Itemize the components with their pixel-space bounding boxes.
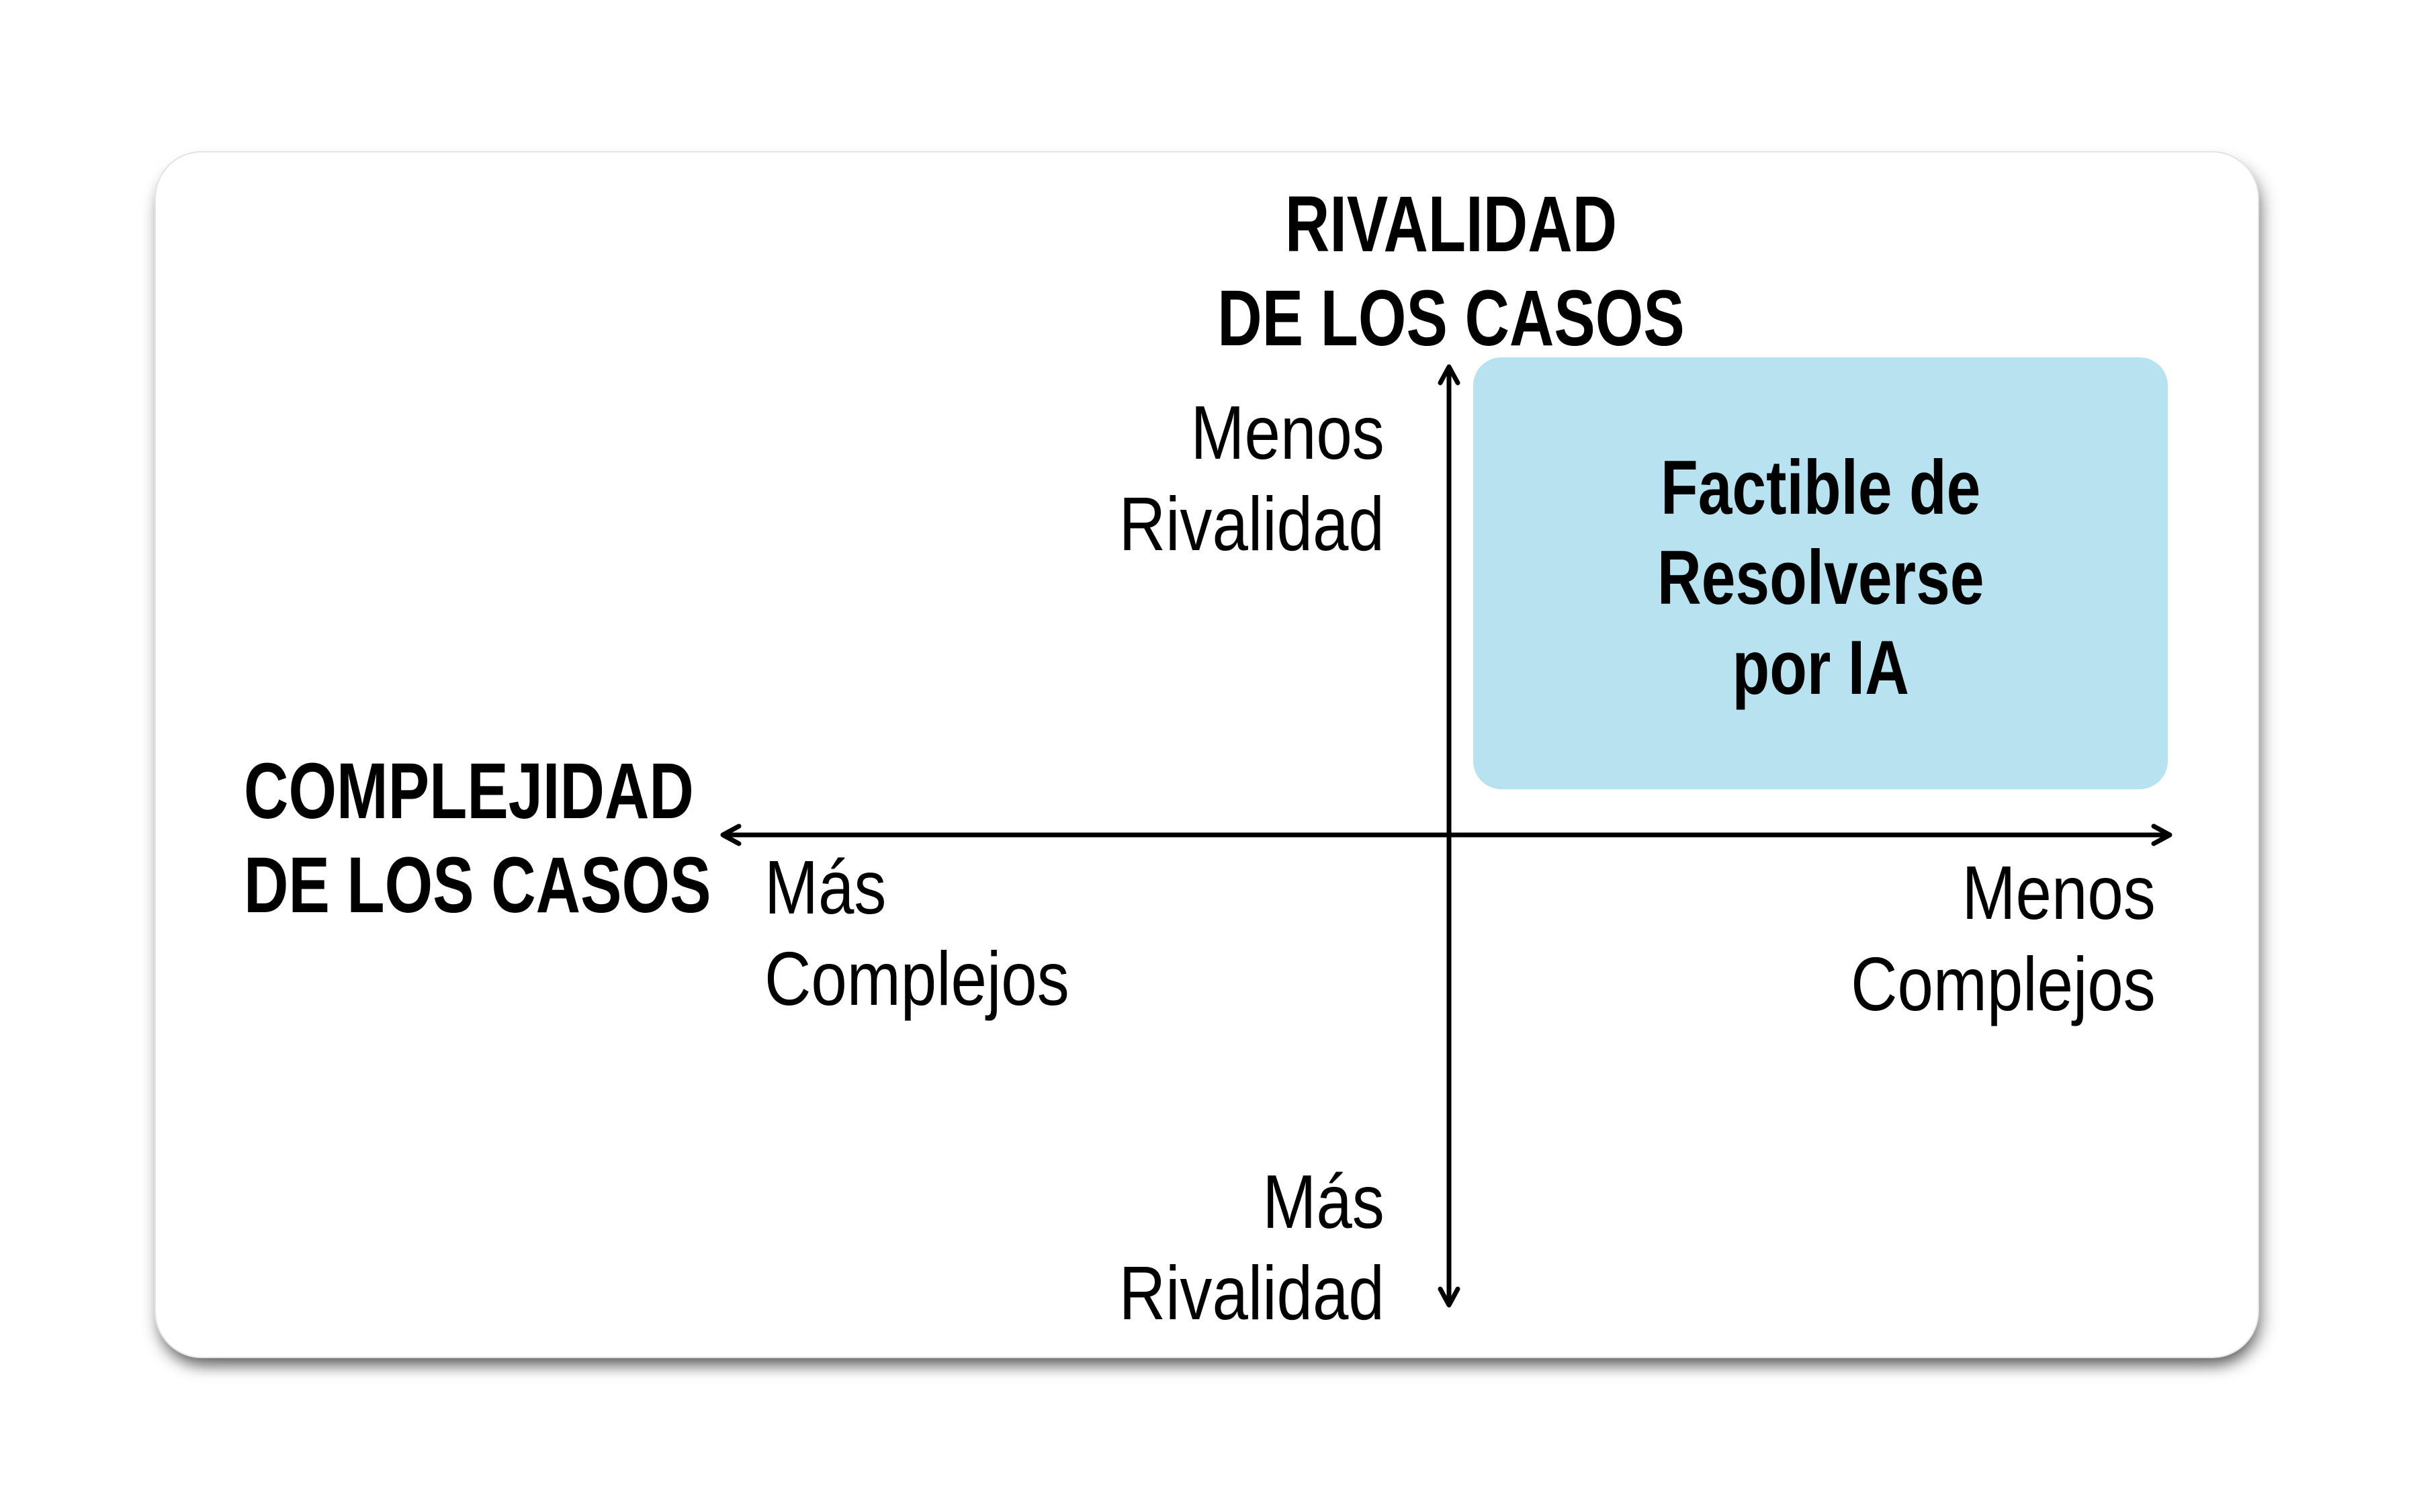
axis-label-more-complex-line2: Complejos: [764, 936, 1069, 1021]
horizontal-axis-title-line2: DE LOS CASOS: [244, 841, 711, 930]
axis-label-less-complex-line2: Complejos: [1851, 942, 2156, 1026]
horizontal-axis-title-line1: COMPLEJIDAD: [244, 747, 694, 836]
vertical-axis-title: RIVALIDAD DE LOS CASOS: [1217, 177, 1685, 365]
ai-feasible-region-label-line2: Resolverse: [1657, 535, 1984, 621]
left-arrowhead-icon: [720, 824, 742, 846]
ai-feasible-region-label-line1: Factible de: [1660, 445, 1981, 531]
axis-label-less-complex-line1: Menos: [1962, 850, 2156, 935]
axes-group: [720, 364, 2172, 1308]
right-arrowhead-icon: [2151, 824, 2172, 846]
axis-label-less-rivalry: Menos Rivalidad: [1119, 387, 1385, 570]
axis-label-more-complex: Más Complejos: [764, 842, 1069, 1024]
vertical-axis-title-line2: DE LOS CASOS: [1217, 274, 1685, 363]
axis-label-less-rivalry-line1: Menos: [1190, 390, 1385, 475]
ai-feasible-region: Factible de Resolverse por IA: [1473, 357, 2168, 789]
axis-label-more-rivalry: Más Rivalidad: [1119, 1156, 1385, 1339]
horizontal-axis-title: COMPLEJIDAD DE LOS CASOS: [244, 744, 711, 932]
vertical-axis-title-line1: RIVALIDAD: [1284, 180, 1618, 269]
up-arrowhead-icon: [1438, 364, 1460, 386]
axis-label-less-rivalry-line2: Rivalidad: [1118, 482, 1385, 566]
axis-label-less-complex: Menos Complejos: [1851, 847, 2156, 1030]
axis-label-more-rivalry-line2: Rivalidad: [1118, 1251, 1385, 1335]
down-arrowhead-icon: [1438, 1286, 1460, 1308]
ai-feasible-region-label: Factible de Resolverse por IA: [1657, 443, 1984, 713]
axis-label-more-complex-line1: Más: [764, 845, 887, 930]
axis-label-more-rivalry-line1: Más: [1262, 1159, 1385, 1244]
ai-feasible-region-label-line3: por IA: [1732, 625, 1909, 711]
